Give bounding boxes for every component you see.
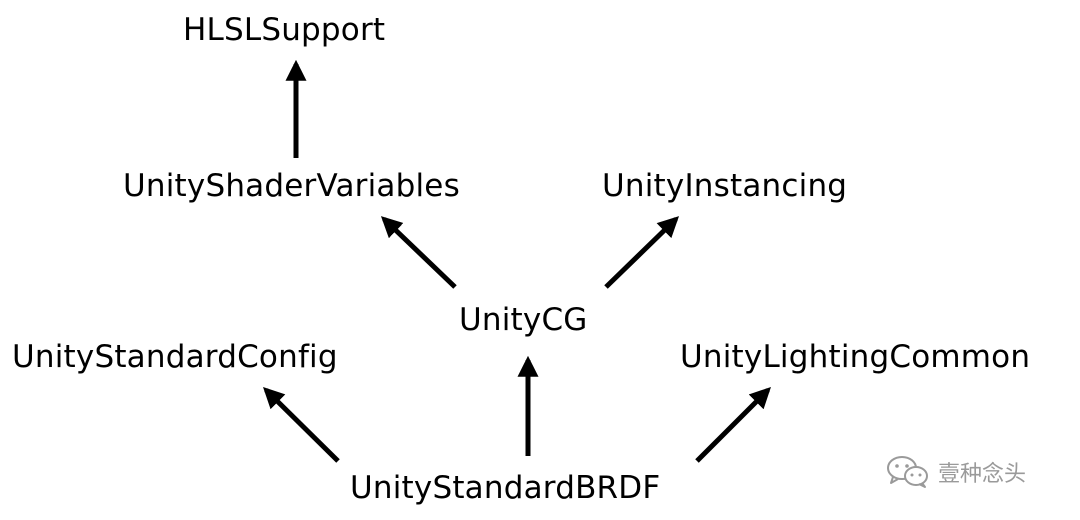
edge-brdf-to-standardconfig — [263, 387, 340, 463]
wechat-icon — [887, 456, 928, 488]
node-unityinstancing: UnityInstancing — [602, 168, 848, 204]
node-hlslsupport: HLSLSupport — [183, 12, 386, 48]
node-unitystandardconfig: UnityStandardConfig — [12, 339, 338, 375]
edge-brdf-to-lightingcommon — [695, 387, 771, 463]
edge-unitycg-to-shadervariables — [380, 216, 457, 289]
node-unitystandardbrdf: UnityStandardBRDF — [350, 470, 661, 506]
node-unitylightingcommon: UnityLightingCommon — [680, 339, 1031, 375]
watermark: 壹种念头 — [886, 452, 1026, 492]
node-unitycg: UnityCG — [459, 302, 588, 338]
node-unityshadervariables: UnityShaderVariables — [123, 168, 460, 204]
watermark-text: 壹种念头 — [938, 462, 1027, 487]
edge-unitycg-to-instancing — [604, 216, 680, 289]
